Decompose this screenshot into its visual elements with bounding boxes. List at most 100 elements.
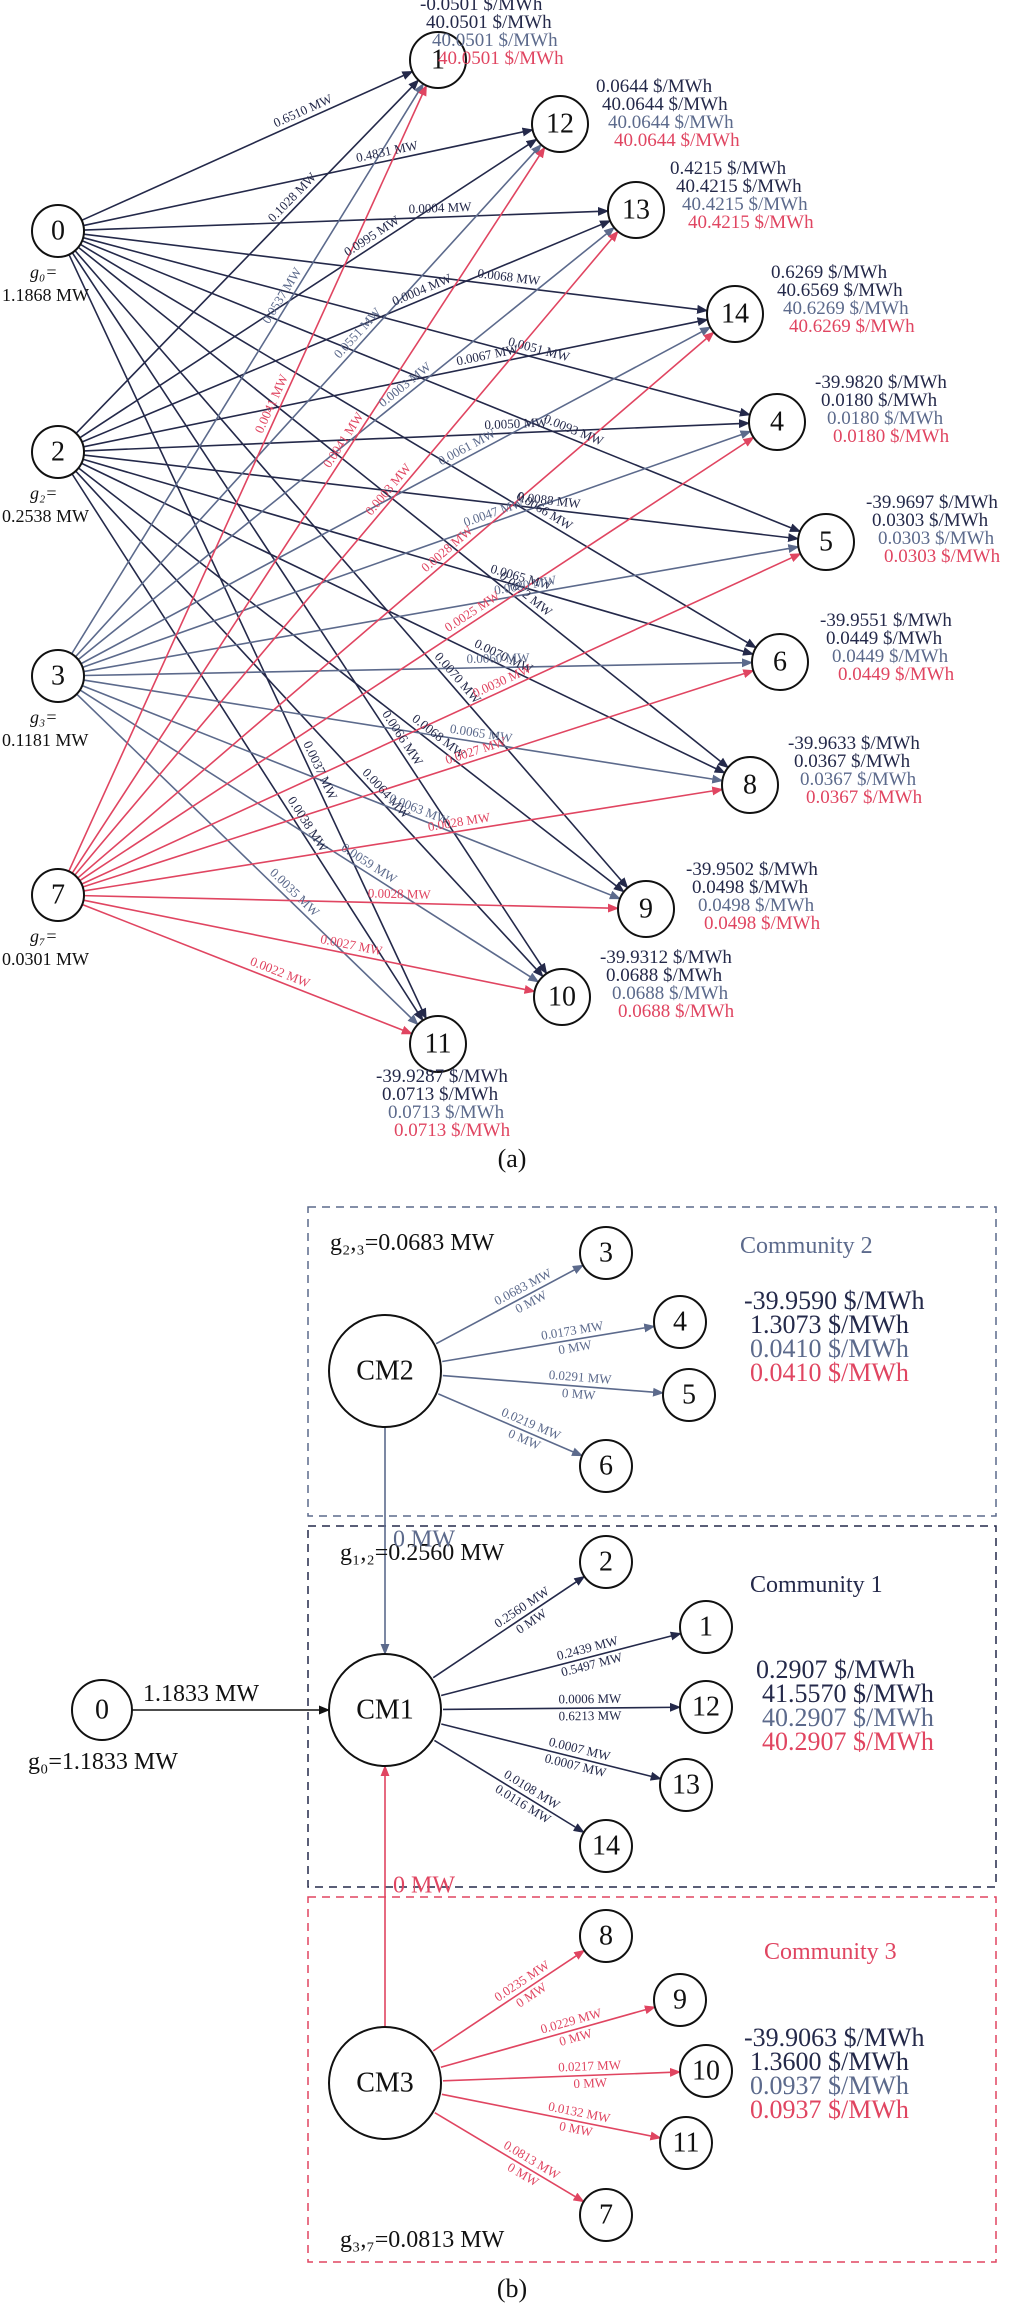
load-node-4-label: 4 — [770, 407, 784, 438]
price-10-2: 0.0688 $/MWh — [612, 983, 729, 1004]
source-g-label: g₀=1.1833 MW — [28, 1749, 178, 1775]
generator-node-7-label: 7 — [51, 880, 65, 911]
community-price-3-0: -39.9063 $/MWh — [744, 2023, 925, 2052]
flow-edge-3-9 — [81, 684, 622, 900]
community-flow-CM2-4-b: 0 MW — [557, 1337, 593, 1357]
price-6-3: 0.0449 $/MWh — [838, 664, 955, 685]
community-flow-CM2-5-b: 0 MW — [561, 1385, 596, 1403]
flow-label-7-4: 0.0025 MW — [442, 587, 503, 634]
community-edge-CM3-10 — [442, 2067, 682, 2082]
price-1-2: 40.0501 $/MWh — [432, 30, 558, 51]
generator-output-7: 0.0301 MW — [2, 949, 89, 969]
flow-edge-2-1 — [75, 79, 420, 434]
price-12-2: 40.0644 $/MWh — [608, 112, 734, 133]
flow-label-0-14: 0.0068 MW — [477, 265, 542, 288]
flow-edge-3-10 — [79, 689, 540, 983]
load-node-14-label: 14 — [721, 299, 749, 330]
community-flow-CM3-10-b: 0 MW — [573, 2075, 608, 2091]
member-node-CM1-1-label: 1 — [699, 1612, 713, 1643]
flow-label-3-11: 0.0035 MW — [267, 865, 323, 920]
price-10-1: 0.0688 $/MWh — [606, 965, 723, 986]
price-10-0: -39.9312 $/MWh — [600, 947, 732, 968]
member-node-CM3-11-label: 11 — [673, 2128, 700, 2159]
flow-edge-2-13 — [81, 220, 612, 443]
flow-label-2-1: 0.1028 MW — [265, 169, 320, 225]
load-node-13 — [607, 181, 665, 239]
price-4-2: 0.0180 $/MWh — [827, 408, 944, 429]
load-node-6-label: 6 — [773, 647, 787, 678]
member-node-CM1-12-label: 12 — [692, 1692, 720, 1723]
community-manager-CM2 — [328, 1314, 442, 1428]
community-manager-CM3-label: CM3 — [356, 2068, 414, 2099]
flow-edge-7-13 — [74, 230, 619, 876]
community-flow-CM1-12-a: 0.0006 MW — [558, 1691, 622, 1707]
flow-edge-2-11 — [71, 473, 424, 1022]
flow-edge-3-4 — [82, 430, 752, 669]
community-box-2 — [307, 1525, 997, 1888]
price-4-3: 0.0180 $/MWh — [833, 426, 950, 447]
flow-label-7-11: 0.0022 MW — [248, 953, 313, 990]
flow-edge-0-11 — [68, 254, 427, 1020]
community-edge-CM2-4 — [442, 1323, 656, 1363]
source-flow-label: 1.1833 MW — [143, 1681, 259, 1707]
flow-edge-3-6 — [83, 658, 754, 677]
price-9-0: -39.9502 $/MWh — [686, 859, 818, 880]
community-price-2-0: 0.2907 $/MWh — [756, 1655, 915, 1684]
community-price-3-1: 1.3600 $/MWh — [750, 2047, 909, 2076]
price-9-1: 0.0498 $/MWh — [692, 877, 809, 898]
flow-edge-0-5 — [81, 240, 802, 533]
member-node-CM3-9-label: 9 — [673, 1985, 687, 2016]
load-node-8 — [721, 756, 779, 814]
generator-g-0: g₀= — [30, 262, 57, 282]
member-node-CM2-6-label: 6 — [599, 1451, 613, 1482]
flow-edge-3-5 — [83, 544, 800, 673]
member-node-CM3-8 — [579, 1909, 633, 1963]
flow-edge-3-12 — [74, 143, 542, 658]
community-manager-CM1-label: CM1 — [356, 1695, 414, 1726]
price-1-1: 40.0501 $/MWh — [426, 12, 552, 33]
price-6-2: 0.0449 $/MWh — [832, 646, 949, 667]
price-13-3: 40.4215 $/MWh — [688, 212, 814, 233]
price-5-1: 0.0303 $/MWh — [872, 510, 989, 531]
flow-label-2-10: 0.0064 MW — [360, 765, 414, 822]
member-node-CM1-13 — [659, 1758, 713, 1812]
flow-label-7-14: 0.0028 MW — [418, 522, 476, 575]
member-node-CM1-12 — [679, 1680, 733, 1734]
flow-edge-0-13 — [83, 206, 610, 231]
member-node-CM1-14-label: 14 — [592, 1831, 620, 1862]
generator-node-0 — [31, 204, 85, 258]
community-g-2: g₁,₂=0.2560 MW — [340, 1540, 505, 1566]
flow-edge-0-1 — [81, 70, 414, 222]
member-node-CM3-11 — [659, 2116, 713, 2170]
load-node-9 — [617, 880, 675, 938]
community-edge-CM2-5 — [442, 1374, 665, 1397]
member-node-CM2-5 — [662, 1368, 716, 1422]
community-g-1: g₂,₃=0.0683 MW — [330, 1230, 495, 1256]
community-price-2-1: 41.5570 $/MWh — [762, 1679, 934, 1708]
generator-g-2: g₂= — [30, 483, 57, 503]
community-edge-CM3-9 — [440, 2005, 657, 2069]
price-8-3: 0.0367 $/MWh — [806, 787, 923, 808]
price-12-0: 0.0644 $/MWh — [596, 76, 713, 97]
community-flow-CM3-10-a: 0.0217 MW — [558, 2057, 622, 2074]
flow-edge-0-14 — [83, 233, 709, 314]
community-price-1-2: 0.0410 $/MWh — [750, 1334, 909, 1363]
price-8-1: 0.0367 $/MWh — [794, 751, 911, 772]
community-edge-CM2-6 — [437, 1393, 584, 1457]
community-title-1: Community 2 — [740, 1233, 873, 1259]
flow-edge-0-4 — [82, 236, 752, 417]
community-edge-CM2-3 — [435, 1264, 585, 1345]
generator-node-7 — [31, 868, 85, 922]
generator-node-0-label: 0 — [51, 216, 65, 247]
member-node-CM2-4 — [653, 1295, 707, 1349]
flow-edge-2-12 — [79, 138, 538, 439]
price-6-1: 0.0449 $/MWh — [826, 628, 943, 649]
load-node-5-label: 5 — [819, 527, 833, 558]
flow-label-3-14: 0.0061 MW — [435, 425, 498, 468]
generator-output-3: 0.1181 MW — [2, 730, 88, 750]
flow-edge-7-11 — [81, 903, 413, 1035]
price-13-1: 40.4215 $/MWh — [676, 176, 802, 197]
flow-edge-7-14 — [77, 331, 715, 879]
flow-edge-3-1 — [70, 82, 424, 655]
